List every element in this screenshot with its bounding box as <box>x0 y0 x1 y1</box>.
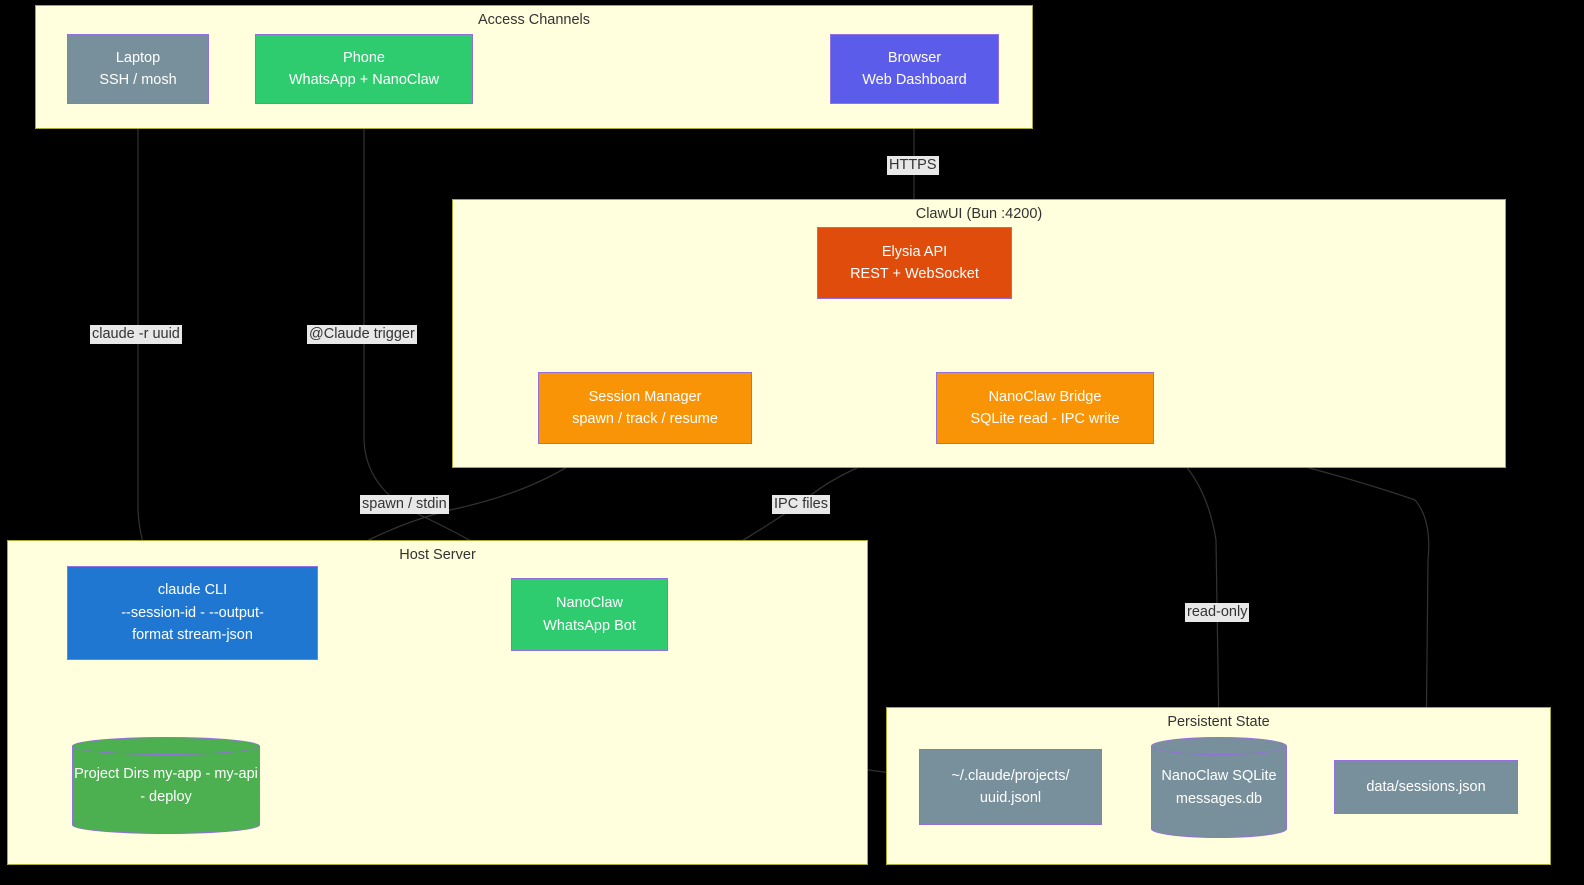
node-session-manager[interactable]: Session Manager spawn / track / resume <box>538 372 752 444</box>
node-nanoclaw-whatsapp-bot[interactable]: NanoClaw WhatsApp Bot <box>511 578 668 651</box>
node-sessions-json-line-1: data/sessions.json <box>1366 778 1486 795</box>
node-browser[interactable]: Browser Web Dashboard <box>830 34 999 104</box>
node-nanoclaw-bot-line-2: WhatsApp Bot <box>543 617 636 634</box>
node-claude-cli-line-2: --session-id - --output- <box>121 604 264 621</box>
project-dirs-cylinder-top <box>72 737 260 755</box>
nanoclaw-sqlite-cylinder-top <box>1151 737 1287 755</box>
node-phone-line-1: Phone <box>343 49 385 66</box>
project-dirs-line-1: Project Dirs <box>74 766 150 783</box>
edge-label-ipc-files: IPC files <box>772 495 830 515</box>
node-laptop-line-2: SSH / mosh <box>99 72 177 88</box>
node-browser-line-1: Browser <box>887 49 942 66</box>
cluster-label-host-server: Host Server <box>399 547 476 563</box>
node-elysia-api-line-2: REST + WebSocket <box>850 266 979 282</box>
node-nanoclaw-bridge-line-2: SQLite read - IPC write <box>970 411 1120 427</box>
edge-label-spawn-stdin: spawn / stdin <box>360 495 449 515</box>
node-claude-projects-line-1: ~/.claude/projects/ <box>951 767 1070 784</box>
node-nanoclaw-bot-line-1: NanoClaw <box>556 595 623 612</box>
node-claude-cli-line-3: format stream-json <box>132 627 253 644</box>
node-claude-projects-dir[interactable]: ~/.claude/projects/ uuid.jsonl <box>919 749 1102 825</box>
node-claude-projects-line-2: uuid.jsonl <box>979 790 1042 806</box>
nanoclaw-sqlite-cylinder-bottom <box>1151 820 1287 838</box>
node-nanoclaw-sqlite[interactable]: NanoClaw SQLite messages.db <box>1151 737 1287 838</box>
edge-label-claude-trigger: @Claude trigger <box>307 325 417 345</box>
edge-bridge-to-nanoclaw-sqlite <box>1155 439 1223 734</box>
node-session-manager-line-1: Session Manager <box>588 388 702 405</box>
node-nanoclaw-bridge-line-1: NanoClaw Bridge <box>988 388 1102 405</box>
node-laptop-line-1: Laptop <box>115 49 161 66</box>
nanoclaw-sqlite-line-2: messages.db <box>1175 790 1263 807</box>
project-dirs-line-2: my-app - my-api - deploy <box>140 766 258 805</box>
project-dirs-cylinder-bottom <box>72 816 260 834</box>
cluster-label-access-channels: Access Channels <box>477 12 591 28</box>
node-sessions-json[interactable]: data/sessions.json <box>1334 760 1518 814</box>
node-phone[interactable]: Phone WhatsApp + NanoClaw <box>255 34 473 104</box>
project-dirs-cylinder-body <box>72 746 260 825</box>
node-browser-line-2: Web Dashboard <box>862 72 967 88</box>
edge-label-https: HTTPS <box>887 156 939 176</box>
cluster-label-clawui: ClawUI (Bun :4200) <box>915 206 1043 222</box>
node-project-dirs[interactable]: Project Dirs my-app - my-api - deploy <box>72 737 260 834</box>
cluster-label-persistent-state: Persistent State <box>1167 714 1270 730</box>
edge-label-claude-r-uuid: claude -r uuid <box>90 325 182 345</box>
nanoclaw-sqlite-cylinder-body <box>1151 746 1287 829</box>
edge-label-read-only: read-only <box>1185 603 1250 623</box>
node-elysia-api[interactable]: Elysia API REST + WebSocket <box>817 227 1012 299</box>
node-claude-cli-line-1: claude CLI <box>157 582 228 599</box>
node-elysia-api-line-1: Elysia API <box>881 243 948 260</box>
node-laptop[interactable]: Laptop SSH / mosh <box>67 34 209 104</box>
nanoclaw-sqlite-line-1: NanoClaw SQLite <box>1161 768 1277 785</box>
node-claude-cli[interactable]: claude CLI --session-id - --output- form… <box>67 566 318 660</box>
node-nanoclaw-bridge[interactable]: NanoClaw Bridge SQLite read - IPC write <box>936 372 1154 444</box>
node-phone-line-2: WhatsApp + NanoClaw <box>288 72 440 88</box>
node-session-manager-line-2: spawn / track / resume <box>572 411 718 427</box>
